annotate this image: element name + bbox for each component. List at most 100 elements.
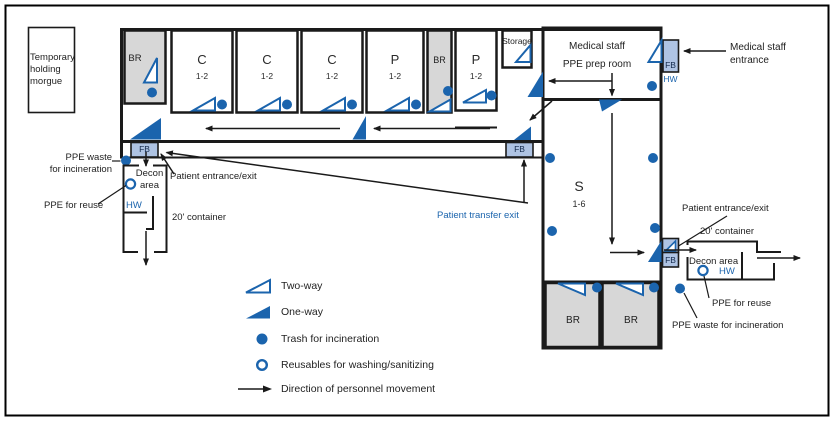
legend-label: Reusables for washing/sanitizing	[281, 359, 434, 371]
right-decon-container	[686, 240, 781, 281]
room-s-letter: S	[574, 178, 584, 194]
trash-dot-icon	[256, 333, 268, 345]
two-way-icon-br-top	[142, 57, 158, 84]
room-c1-letter: C	[197, 52, 207, 67]
leader-lines	[97, 160, 728, 319]
room-c2	[235, 29, 299, 114]
reusable-circles	[124, 178, 709, 277]
movement-arrows	[143, 48, 801, 266]
one-way-icon-corridor-mid	[352, 116, 366, 140]
two-way-icon-c2	[254, 96, 281, 112]
room-c3-letter: C	[327, 52, 337, 67]
leader-ppe-reuse-right	[703, 275, 710, 299]
two-way-icon-p1	[383, 96, 410, 112]
room-br-top-label: BR	[128, 53, 142, 64]
legend-item-one-way: One-way	[238, 303, 323, 321]
two-way-icons	[142, 36, 663, 297]
left-decon-container	[122, 164, 168, 253]
room-br-bottom-right-label: BR	[624, 315, 638, 326]
med-staff-room-label-line2: PPE prep room	[562, 59, 632, 70]
ppe-waste-right-label: PPE waste for incineration	[672, 320, 784, 331]
one-way-icon-corridor-left	[130, 118, 161, 140]
decon-area-right-label: Decon area	[689, 256, 739, 267]
one-way-icon	[246, 306, 270, 319]
legend-label: Direction of personnel movement	[281, 383, 436, 395]
one-way-icon-corridor-right	[514, 126, 531, 140]
two-way-icon-br-bottom-right	[615, 282, 644, 297]
room-br-bottom-right	[601, 281, 660, 349]
temporary-holding-morgue-label: Temporary holding morgue	[30, 52, 75, 88]
fb-label-left-strip: FB	[139, 144, 150, 154]
two-way-icon	[245, 278, 271, 294]
room-p2-letter: P	[471, 52, 481, 67]
one-way-icon-prep-to-ward	[599, 99, 622, 112]
legend-item-reusables: Reusables for washing/sanitizing	[238, 356, 434, 374]
hw-label-med-staff: HW	[663, 74, 678, 84]
two-way-icon-storage	[513, 42, 532, 63]
fb-label-patient-exit: FB	[665, 255, 676, 265]
patient-entrance-exit-left-label: Patient entrance/exit	[170, 171, 257, 182]
room-br-mid-label: BR	[433, 55, 446, 65]
room-c1-beds: 1-2	[195, 71, 209, 81]
room-p1	[365, 29, 425, 114]
room-p2-beds: 1-2	[469, 71, 483, 81]
two-way-icon-br-bottom-left	[557, 282, 586, 297]
hw-label-right-decon: HW	[719, 266, 735, 277]
room-c2-beds: 1-2	[260, 71, 274, 81]
leader-patient-entrance-right	[678, 215, 728, 247]
container-right-label: 20' container	[700, 226, 755, 237]
arrow-transfer-to-entrance-fb	[165, 150, 529, 204]
two-way-icon-p2	[462, 88, 487, 104]
medical-staff-entrance-label: Medical staff entrance	[730, 42, 786, 66]
room-c1	[170, 29, 234, 114]
two-way-icon-c3	[319, 96, 346, 112]
legend-item-movement: Direction of personnel movement	[238, 380, 435, 398]
room-br-bottom-left-label: BR	[566, 315, 580, 326]
legend-label: Two-way	[281, 280, 323, 292]
fb-box-med-staff	[662, 39, 680, 73]
ppe-waste-left-label: PPE waste for incineration	[49, 152, 112, 176]
arrow-vestibule-down	[529, 100, 553, 121]
one-way-icon-ward-exit	[648, 240, 662, 262]
room-p1-beds: 1-2	[388, 71, 402, 81]
container-left-label: 20' container	[172, 212, 227, 223]
one-way-icon-vestibule	[527, 71, 543, 97]
two-way-icon-med-staff	[646, 36, 663, 63]
leader-ppe-reuse-left	[97, 184, 127, 205]
room-c3-beds: 1-2	[325, 71, 339, 81]
med-staff-room-label-line1: Medical staff	[569, 41, 625, 52]
ppe-reuse-left-label: PPE for reuse	[44, 200, 104, 211]
hw-label-left-decon: HW	[126, 200, 142, 211]
fb-box-right-strip	[505, 141, 534, 158]
two-way-icon-br-mid	[425, 97, 452, 113]
room-c3	[300, 29, 364, 114]
room-c2-letter: C	[262, 52, 272, 67]
fb-label-right-strip: FB	[514, 144, 525, 154]
leader-ppe-waste-right	[683, 292, 698, 319]
two-way-icon-c1	[189, 96, 216, 112]
legend-item-trash: Trash for incineration	[238, 330, 379, 348]
ppe-reuse-right-label: PPE for reuse	[712, 298, 772, 309]
fb-box-left-strip	[130, 141, 159, 158]
figure-border	[4, 4, 830, 417]
patient-transfer-exit-label: Patient transfer exit	[437, 210, 519, 221]
decon-area-left-label: Decon area	[135, 168, 164, 192]
room-storage-label: Storage	[502, 36, 532, 46]
patient-entrance-exit-right-label: Patient entrance/exit	[682, 203, 769, 214]
arrow-patient-entrance-leader	[160, 153, 175, 175]
two-way-icon-small	[663, 239, 677, 252]
temporary-holding-morgue-room	[27, 26, 76, 114]
one-way-icons	[130, 71, 662, 262]
room-s-beds: 1-6	[572, 199, 586, 209]
reusable-circle-right-decon	[697, 264, 709, 277]
legend-item-two-way: Two-way	[238, 277, 322, 295]
legend-label: Trash for incineration	[281, 333, 380, 345]
fb-label-med-staff: FB	[665, 60, 676, 70]
trash-dots	[121, 81, 685, 294]
reusable-circle-left-decon	[124, 178, 137, 190]
reusable-circle-icon	[256, 358, 269, 372]
movement-arrow-icon	[238, 385, 272, 393]
room-p1-letter: P	[390, 52, 400, 67]
